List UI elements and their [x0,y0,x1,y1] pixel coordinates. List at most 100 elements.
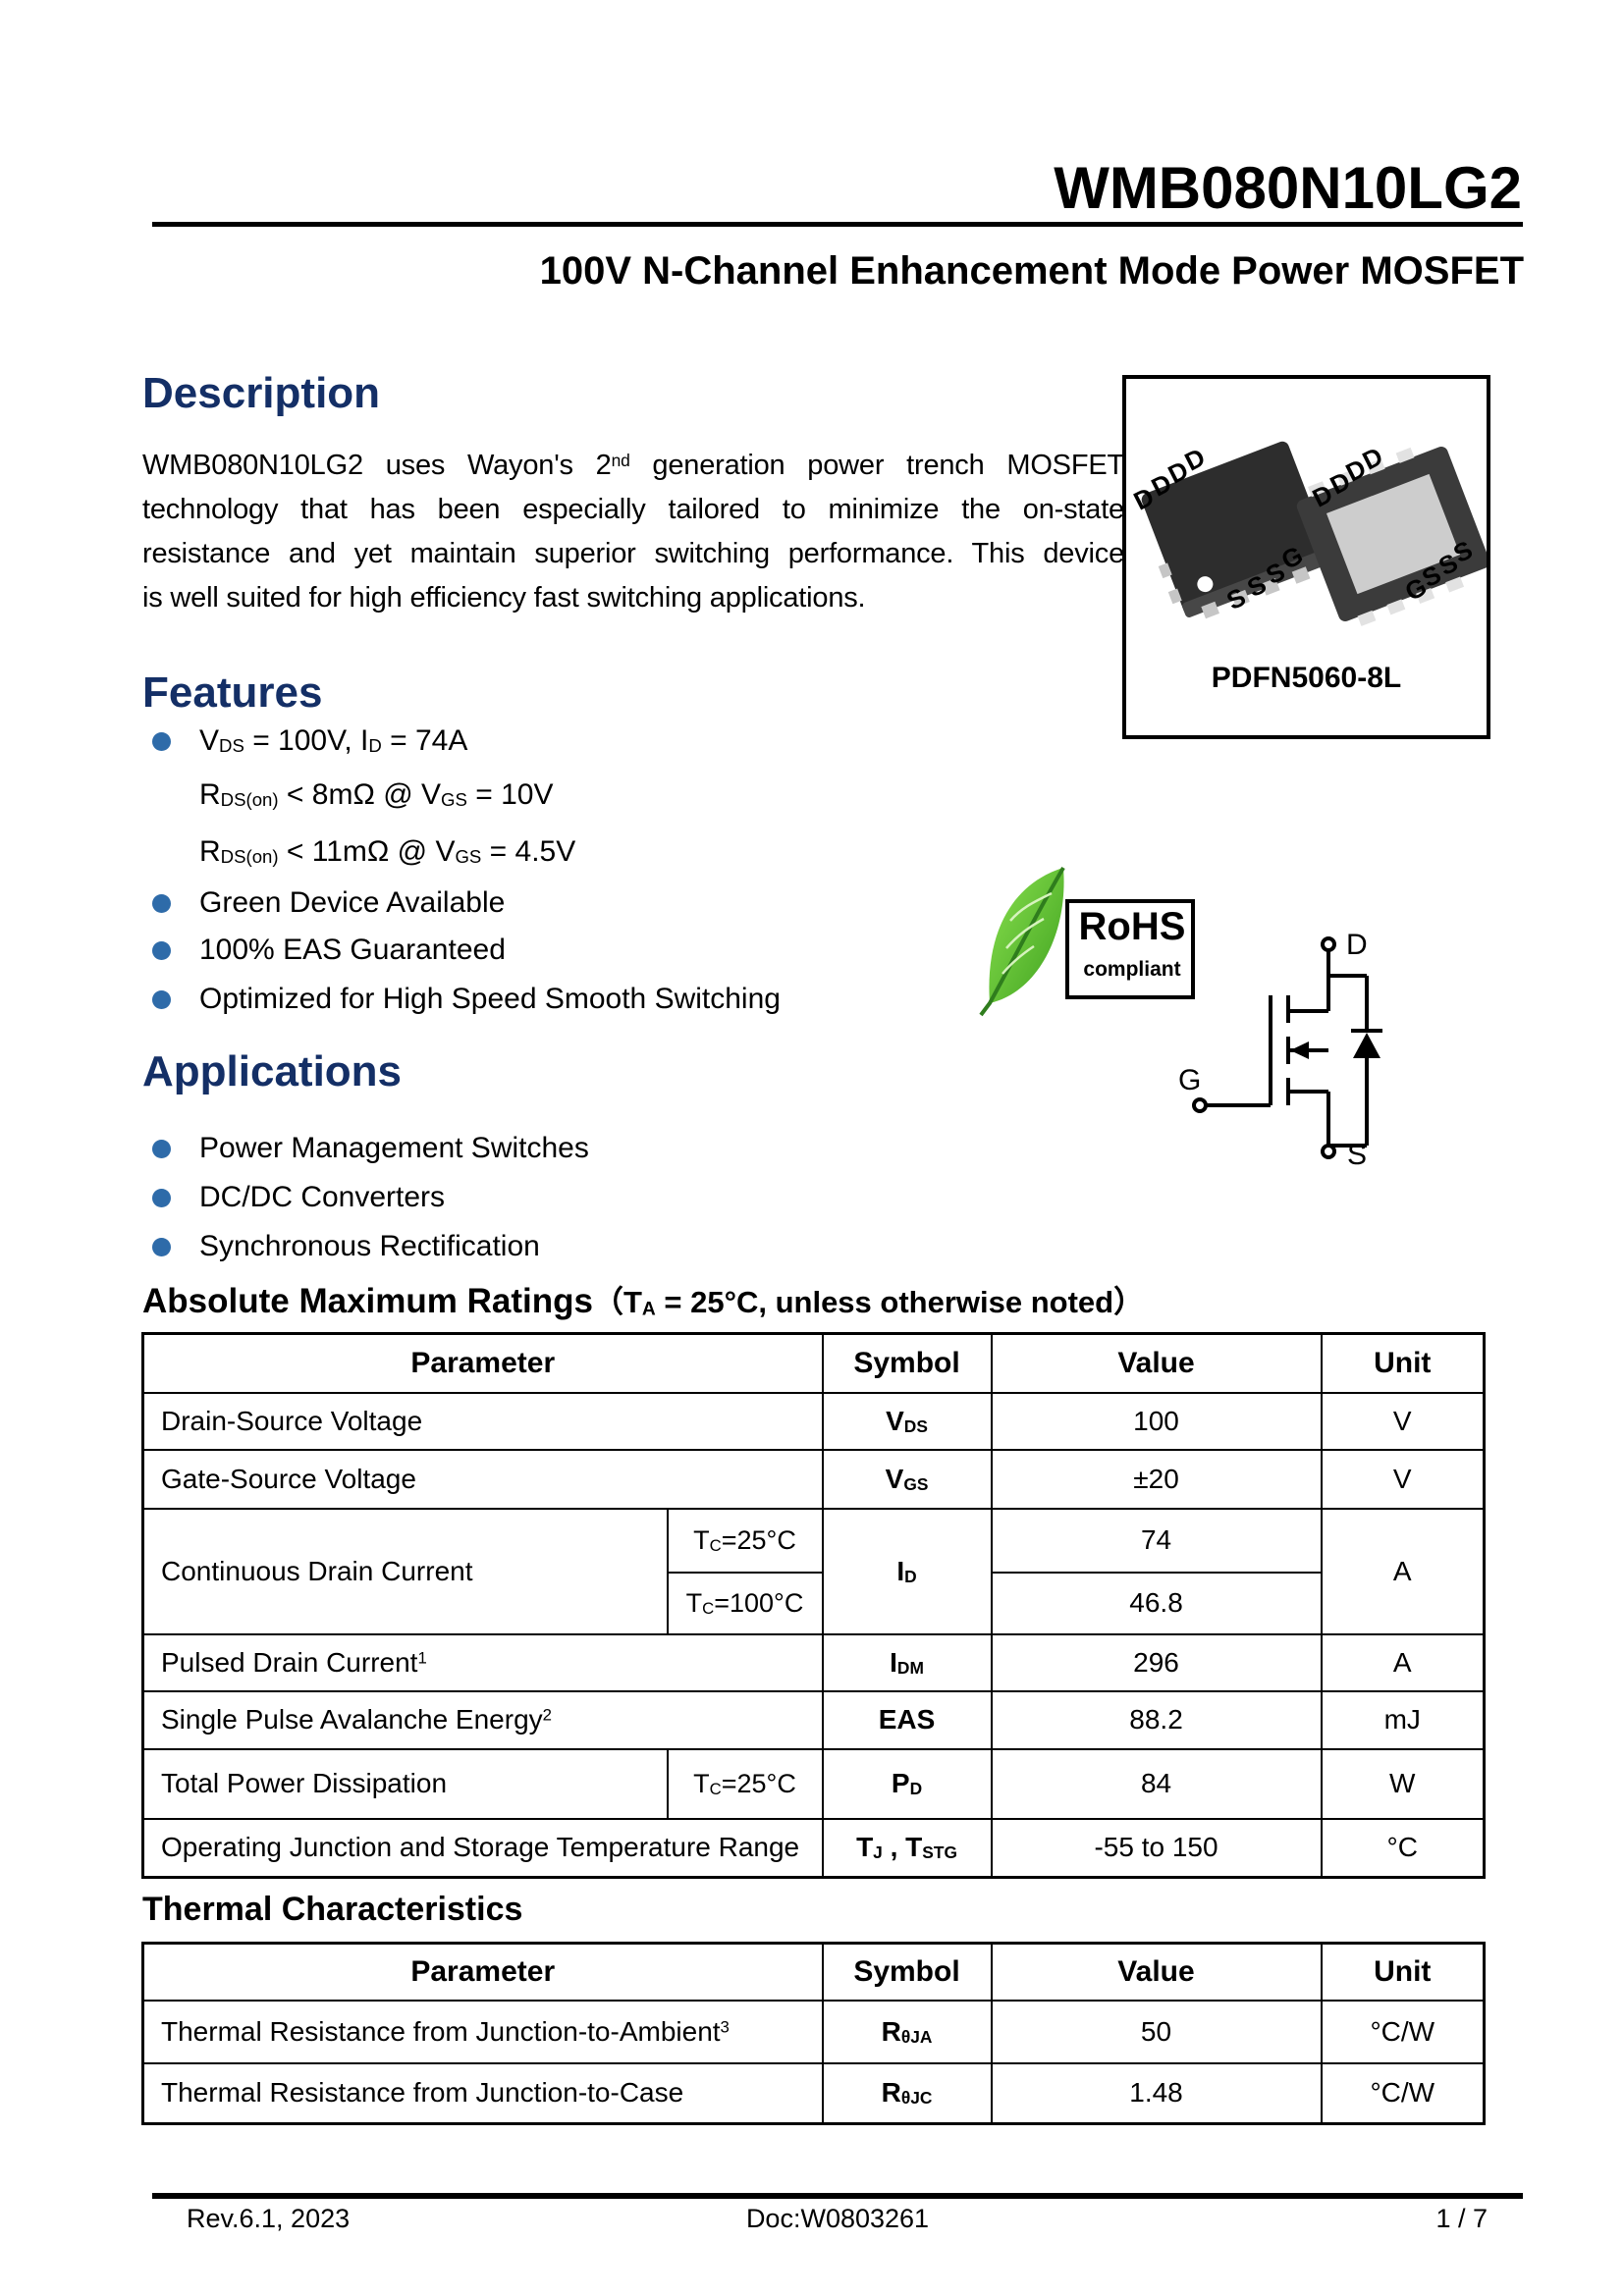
applications-heading: Applications [142,1047,403,1095]
unit-cell: A [1320,1632,1486,1692]
param-cell: Thermal Resistance from Junction-to-Ambi… [141,1999,824,2064]
footer-page-number: 1 / 7 [1435,2204,1488,2233]
bullet-icon [152,1188,171,1207]
bullet-icon [152,1139,171,1158]
symbol-cell: IDM [821,1632,993,1692]
bullet-icon [152,989,171,1009]
col-header-unit: Unit [1320,1332,1486,1394]
table-row: Pulsed Drain Current1 IDM 296 A [141,1632,1486,1692]
unit-cell: A [1320,1507,1486,1635]
table-row: Single Pulse Avalanche Energy2 EAS 88.2 … [141,1689,1486,1750]
page-subtitle: 100V N-Channel Enhancement Mode Power MO… [539,249,1524,293]
package-name-label: PDFN5060-8L [1211,662,1402,694]
rohs-logo: RoHS compliant [1065,899,1195,999]
value-cell: 46.8 [990,1571,1323,1635]
bullet-icon [152,731,171,751]
symbol-cell: TJ , TSTG [821,1817,993,1879]
footer-divider-rule [152,2193,1523,2199]
title-divider-rule [152,222,1523,227]
param-cell: Drain-Source Voltage [141,1391,824,1451]
mosfet-symbol: D G S [1178,929,1382,1171]
table-header-row: Parameter Symbol Value Unit [141,1332,1486,1394]
bullet-icon [152,940,171,960]
unit-cell: V [1320,1391,1486,1451]
feature-item: Green Device Available [152,883,505,923]
value-cell: ±20 [990,1448,1323,1510]
table-row: Drain-Source Voltage VDS 100 V [141,1391,1486,1451]
table-row: TC=100°C 46.8 [143,1571,1485,1635]
table-row: Gate-Source Voltage VGS ±20 V [141,1448,1486,1510]
package-drawing-box: D D D D S S S G [1122,375,1490,739]
drain-terminal-label: D [1346,929,1368,961]
unit-cell: °C [1320,1817,1486,1879]
symbol-cell: EAS [821,1689,993,1750]
application-item: Power Management Switches [152,1129,589,1168]
unit-cell: V [1320,1448,1486,1510]
param-cell: Total Power Dissipation [141,1747,669,1820]
unit-cell: W [1320,1747,1486,1820]
bullet-icon [152,1237,171,1256]
feature-item: RDS(on) < 11mΩ @ VGS = 4.5V [199,835,576,868]
footer-doc-number: Doc:W0803261 [745,2204,930,2233]
symbol-cell: VDS [821,1391,993,1451]
table-row: Total Power Dissipation TC=25°C PD 84 W [141,1747,1486,1820]
col-header-parameter: Parameter [141,1332,824,1394]
value-cell: 100 [990,1391,1323,1451]
condition-cell: TC=100°C [666,1571,824,1635]
param-cell: Operating Junction and Storage Temperatu… [141,1817,824,1879]
part-number-title: WMB080N10LG2 [1054,155,1522,221]
thermal-characteristics-heading: Thermal Characteristics [142,1891,523,1928]
chip-bottom-view [1296,447,1487,626]
leaf-icon [979,866,1065,1017]
description-paragraph: WMB080N10LG2 uses Wayon's 2nd generation… [142,444,1124,620]
rohs-compliant-text: compliant [1083,958,1181,981]
gate-terminal-label: G [1178,1064,1201,1096]
features-heading: Features [142,668,323,717]
description-line: resistance and yet maintain superior swi… [142,538,1124,569]
param-cell: Gate-Source Voltage [141,1448,824,1510]
col-header-symbol: Symbol [821,1942,993,2002]
feature-item: RDS(on) < 8mΩ @ VGS = 10V [199,778,554,811]
abs-max-ratings-table: Parameter Symbol Value Unit Drain-Source… [141,1332,1487,1879]
feature-item: VDS = 100V, ID = 74A [152,721,467,761]
package-drawing: D D D D S S S G [1129,441,1487,626]
symbol-cell: RθJC [821,2061,993,2125]
value-cell: 88.2 [990,1689,1323,1750]
col-header-symbol: Symbol [821,1332,993,1394]
rohs-text: RoHS [1078,905,1186,948]
description-line: WMB080N10LG2 uses Wayon's 2nd generation… [142,450,1124,481]
table-row: Operating Junction and Storage Temperatu… [141,1817,1486,1879]
unit-cell: °C/W [1320,1999,1486,2064]
pin1-marker [1197,576,1214,593]
col-header-unit: Unit [1320,1942,1486,2002]
value-cell: 296 [990,1632,1323,1692]
unit-cell: mJ [1320,1689,1486,1750]
description-line: is well suited for high efficiency fast … [142,582,866,614]
param-cell: Single Pulse Avalanche Energy2 [141,1689,824,1750]
col-header-parameter: Parameter [141,1942,824,2002]
value-cell: 1.48 [990,2061,1323,2125]
param-cell: Thermal Resistance from Junction-to-Case [141,2061,824,2125]
value-cell: -55 to 150 [990,1817,1323,1879]
bullet-icon [152,893,171,913]
symbol-cell: VGS [821,1448,993,1510]
chip-bottom-view-pin-labels: D D D D G S S S [1308,441,1478,607]
param-cell: Continuous Drain Current [141,1507,669,1635]
param-cell: Pulsed Drain Current1 [141,1632,824,1692]
abs-max-ratings-note: （TA = 25°C, unless otherwise noted） [592,1285,1145,1320]
application-item: Synchronous Rectification [152,1227,540,1266]
table-header-row: Parameter Symbol Value Unit [141,1942,1486,2002]
feature-item: 100% EAS Guaranteed [152,931,506,970]
chip-top-view [1141,441,1332,619]
source-terminal-label: S [1347,1139,1367,1171]
value-cell: 84 [990,1747,1323,1820]
condition-cell: TC=25°C [666,1507,824,1574]
col-header-value: Value [990,1942,1323,2002]
col-header-value: Value [990,1332,1323,1394]
feature-item: Optimized for High Speed Smooth Switchin… [152,980,781,1019]
value-cell: 74 [990,1507,1323,1574]
table-row: Thermal Resistance from Junction-to-Case… [141,2061,1486,2125]
symbol-cell: PD [821,1747,993,1820]
unit-cell: °C/W [1320,2061,1486,2125]
